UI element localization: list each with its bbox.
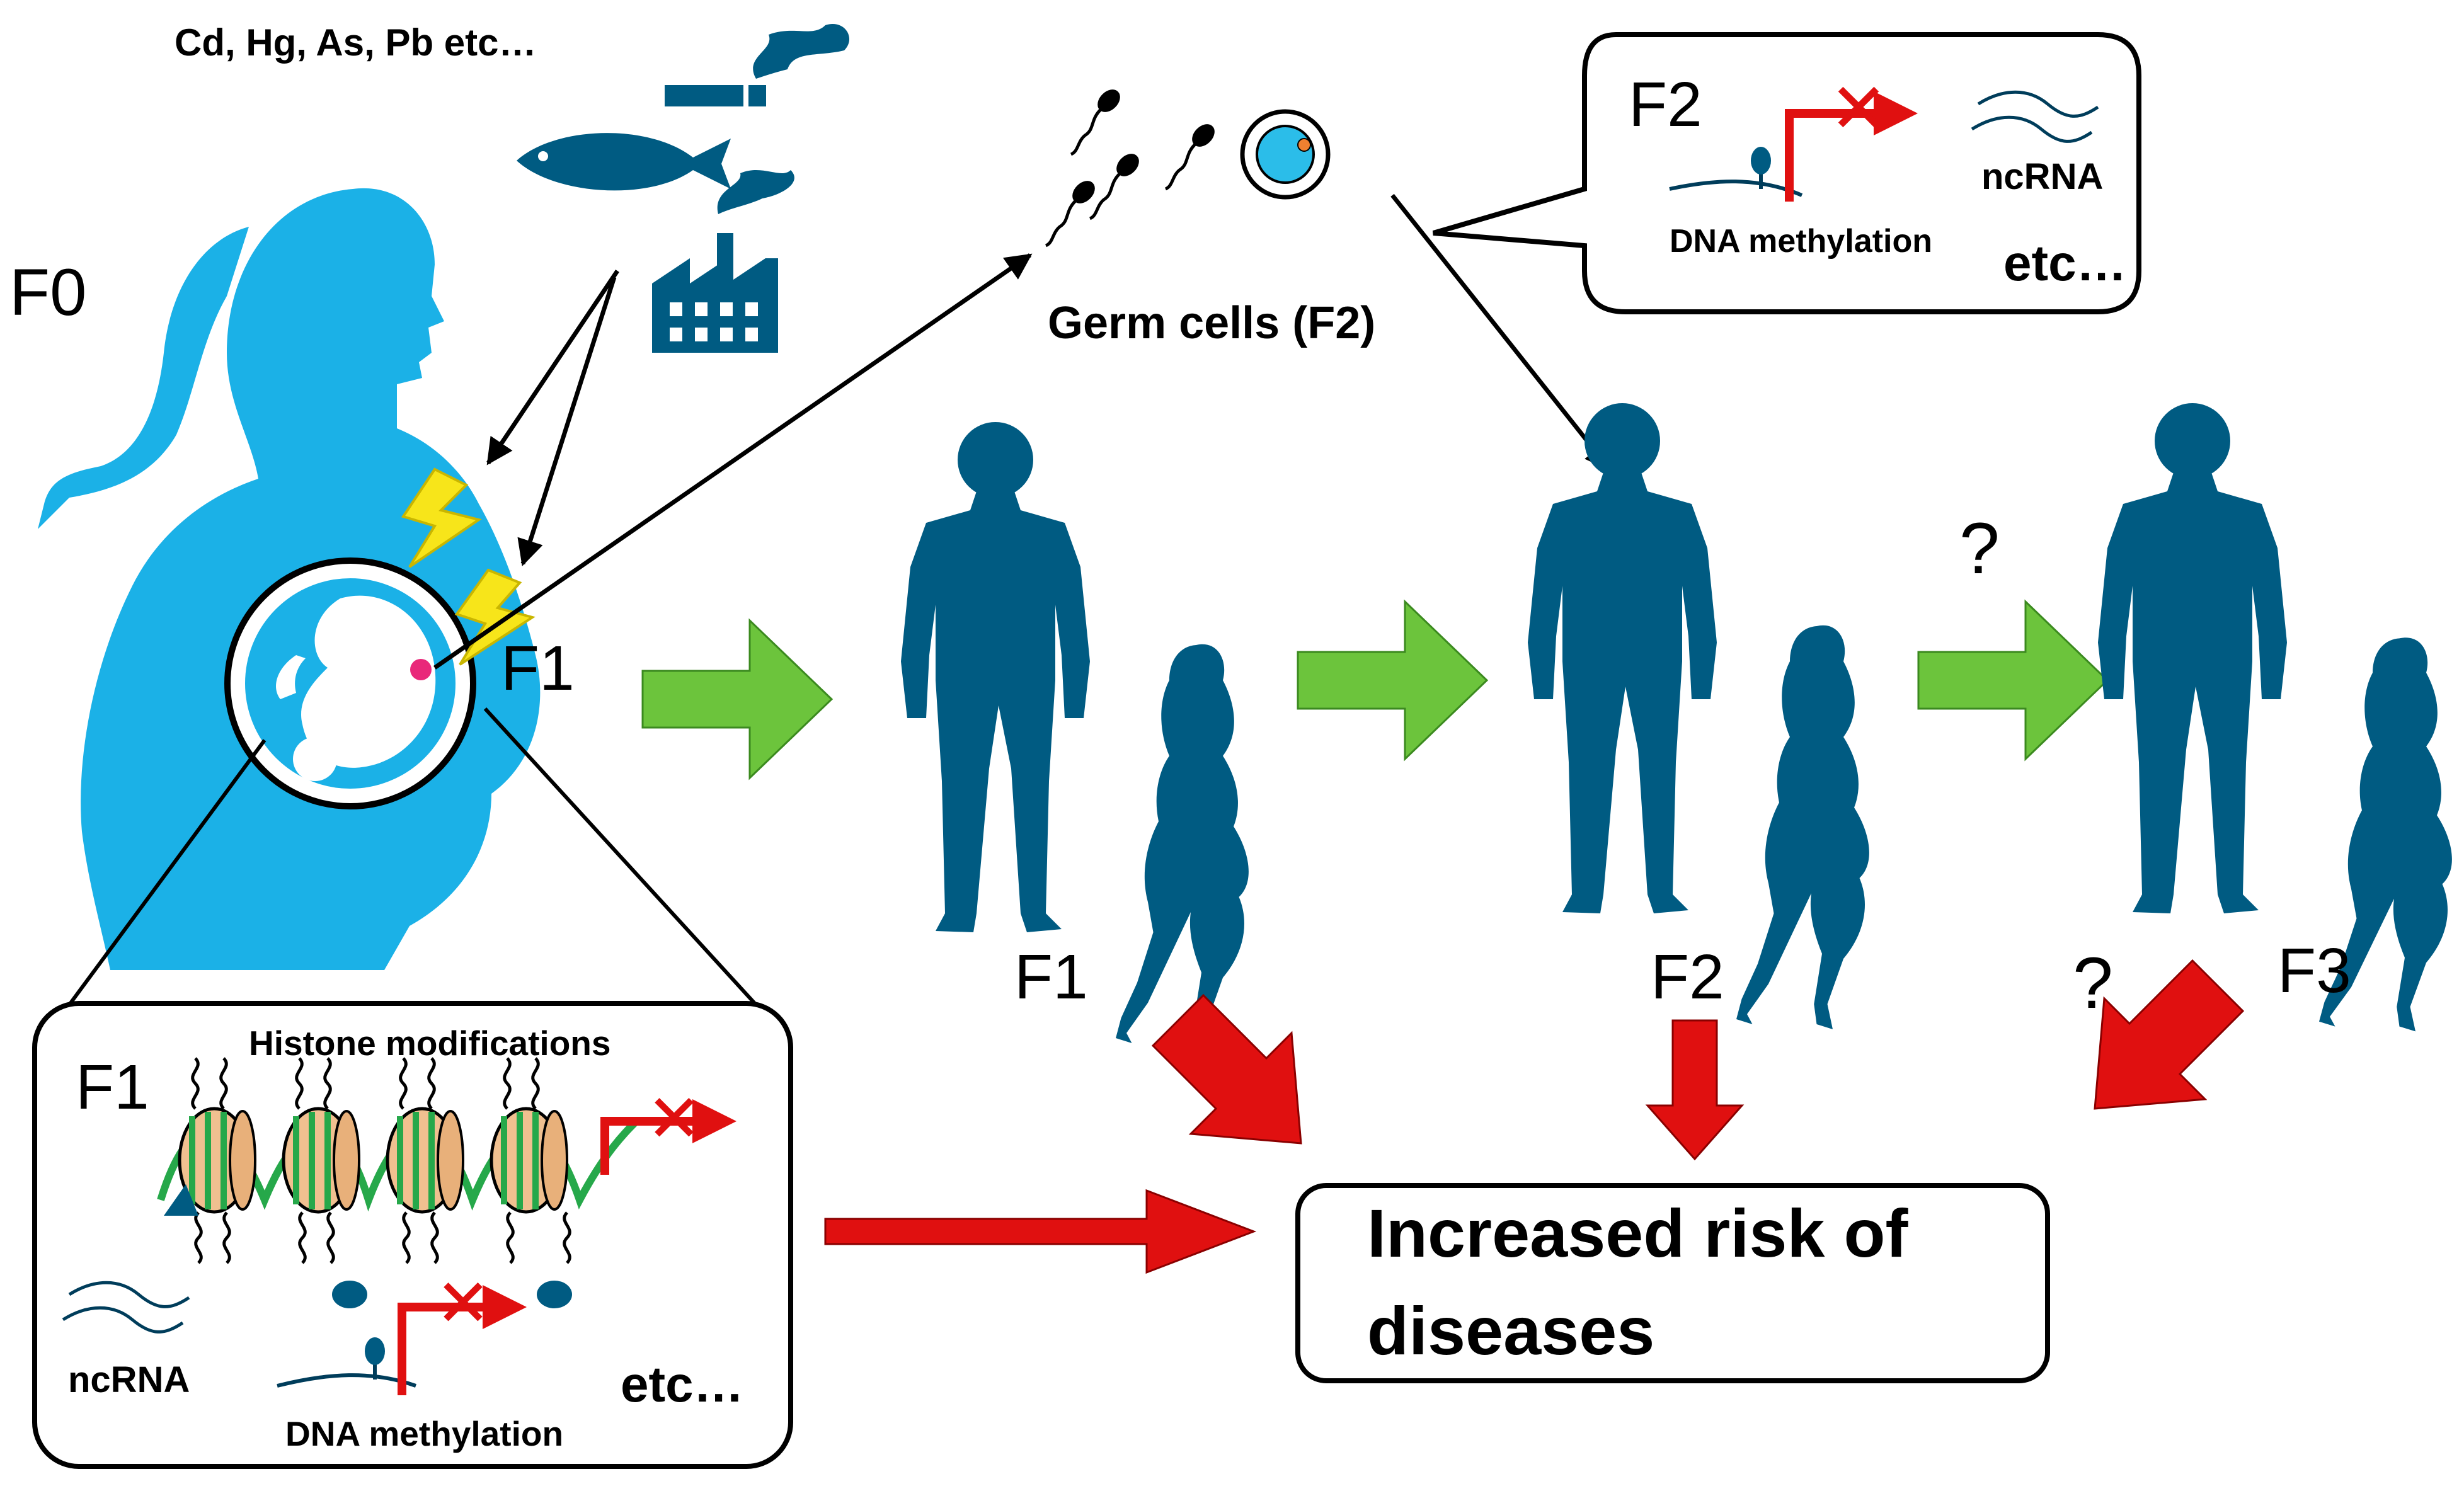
sperm-icon (1045, 89, 1215, 248)
germ-to-f2-arrow (1390, 193, 1612, 472)
ncrna-wave-icon (68, 1281, 190, 1308)
callout-f1: Histone modifications F1 (32, 1001, 793, 1469)
egg-cell-icon (1240, 109, 1331, 200)
blocked-x-icon: ✕ (1830, 70, 1888, 147)
generation-f2 (1528, 403, 1869, 1030)
methyl-group-icon (365, 1337, 385, 1365)
man-silhouette-icon (901, 422, 1090, 932)
blocked-transcription-arrow (398, 1285, 527, 1395)
green-arrow-1 (641, 619, 833, 779)
blocked-transcription-arrow (600, 1099, 736, 1175)
outcome-box: Increased risk of diseases (1295, 1183, 2050, 1383)
man-silhouette-icon (2098, 403, 2287, 913)
green-arrow-3 (1917, 600, 2109, 760)
generation-label-f2: F2 (1651, 942, 1724, 1012)
exposure-arrow-2 (517, 276, 617, 567)
outcome-line-1: Increased risk of (1367, 1195, 1908, 1271)
outcome-line-2: diseases (1367, 1293, 1654, 1369)
fetus-label: F1 (501, 633, 575, 704)
histone-tails (191, 1057, 571, 1264)
methyl-group-icon (1751, 147, 1771, 174)
risk-arrow-f2 (1645, 1019, 1745, 1161)
cigarette-icon (665, 24, 850, 106)
risk-arrow-f1 (1151, 993, 1302, 1145)
zoom-line-right (483, 707, 758, 1007)
germline-arrow (433, 253, 1033, 670)
risk-arrow-f3 (2094, 959, 2245, 1110)
man-silhouette-icon (1528, 403, 1717, 913)
histone-mark-triangle-icon (164, 1184, 198, 1216)
risk-arrow-f1-mechanisms (824, 1189, 1257, 1274)
histone-mark-dot-icon (332, 1281, 367, 1308)
blocked-transcription-arrow (1785, 91, 1918, 202)
callout-f1-label: F1 (76, 1052, 149, 1123)
callout-f1-etc: etc… (621, 1356, 744, 1412)
ncrna-wave-icon (1977, 90, 2099, 118)
mother-label: F0 (9, 256, 87, 329)
zoom-line-left (67, 739, 266, 1006)
uncertain-transmission-mark: ? (1959, 508, 2000, 589)
generation-label-f1: F1 (1014, 942, 1088, 1012)
callout-f1-ncrna: ncRNA (68, 1359, 190, 1400)
fish-icon (517, 133, 731, 191)
exposure-arrow-1 (486, 270, 619, 466)
blocked-x-icon: ✕ (435, 1267, 491, 1340)
callout-f2: F2 ✕ ncRNA DNA methylation etc… (1432, 32, 2141, 314)
nucleosome-icon (178, 1107, 568, 1214)
pollutants-label: Cd, Hg, As, Pb etc… (175, 21, 537, 64)
generation-label-f3: F3 (2278, 935, 2351, 1006)
factory-icon (652, 170, 794, 353)
germ-cells-label: Germ cells (F2) (1048, 298, 1375, 348)
callout-f2-etc: etc… (2003, 235, 2127, 291)
callout-f2-ncrna: ncRNA (1981, 156, 2103, 197)
fetus-icon (276, 595, 436, 781)
generation-f3 (2098, 403, 2452, 1032)
callout-f1-dna-methylation: DNA methylation (285, 1414, 563, 1453)
green-arrow-2 (1297, 600, 1488, 760)
histone-mark-dot-icon (537, 1281, 572, 1308)
callout-f2-dna-methylation: DNA methylation (1670, 223, 1932, 260)
woman-silhouette-icon (1736, 625, 1869, 1030)
blocked-x-icon: ✕ (646, 1082, 702, 1156)
histone-label: Histone modifications (249, 1024, 611, 1063)
callout-f2-label: F2 (1629, 69, 1702, 140)
target-tissue-dot (410, 659, 432, 680)
woman-silhouette-icon (1116, 644, 1249, 1049)
